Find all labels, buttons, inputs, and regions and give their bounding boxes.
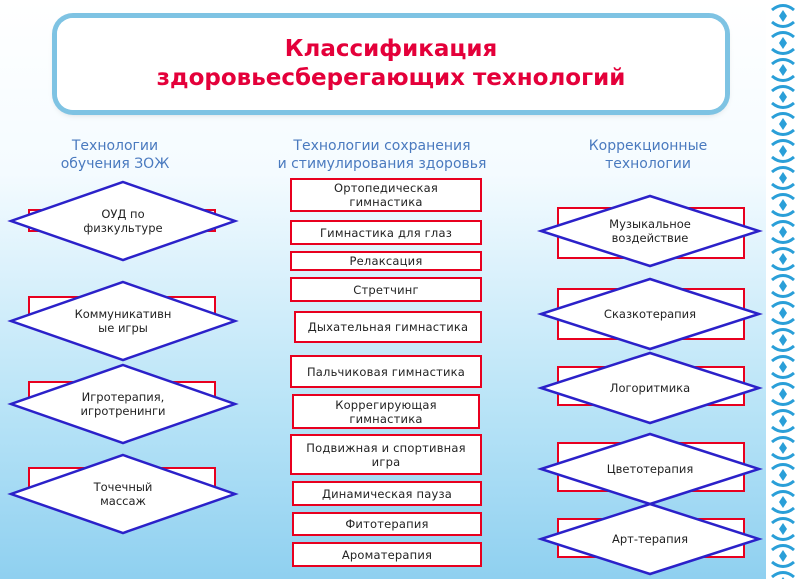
title-line-2: здоровьесберегающих технологий [156,65,626,91]
column-heading-left: Технологии обучения ЗОЖ [30,137,200,173]
right-item-2-line1: Сказкотерапия [603,307,697,321]
ornament-pattern-icon [771,4,795,583]
left-item-1-line1: ОУД по [101,207,145,221]
right-item-5: Арт-терапия [536,502,764,576]
right-item-1-line2: воздействие [611,231,689,245]
center-item-3: Релаксация [290,251,482,271]
left-item-4-line1: Точечный [93,480,153,494]
center-item-8-line1: Подвижная и спортивная [306,440,466,455]
center-item-8-line2: игра [371,454,401,469]
center-item-11-line1: Ароматерапия [341,547,433,562]
right-item-5-line1: Арт-терапия [611,532,689,546]
center-item-4-line1: Стретчинг [353,282,419,297]
center-item-1-line1: Ортопедическая [333,181,438,195]
right-item-2: Сказкотерапия [536,277,764,351]
column-heading-right: Коррекционные технологии [563,137,733,173]
right-item-3-line1: Логоритмика [609,381,691,395]
center-item-4: Стретчинг [290,277,482,302]
center-item-5-line1: Дыхательная гимнастика [307,320,469,334]
left-item-3: Игротерапия,игротренинги [7,363,239,445]
title-box: Классификация здоровьесберегающих технол… [57,18,725,110]
title-line-1: Классификация [284,36,498,62]
column-heading-right-line2: технологии [605,156,691,172]
left-item-3-line1: Игротерапия, [81,390,165,404]
column-heading-center: Технологии сохранения и стимулирования з… [262,137,502,173]
center-item-2: Гимнастика для глаз [290,220,482,245]
center-item-6-line1: Пальчиковая гимнастика [306,364,466,379]
center-item-10-line1: Фитотерапия [345,517,429,531]
center-item-7-line2: гимнастика [349,411,423,426]
right-item-4-line1: Цветотерапия [606,462,694,476]
center-item-2-line1: Гимнастика для глаз [319,225,453,240]
center-item-7-line1: Коррегирующая [335,397,437,412]
center-item-6: Пальчиковая гимнастика [290,355,482,388]
center-item-10: Фитотерапия [292,512,482,536]
column-heading-center-line2: и стимулирования здоровья [277,156,487,172]
left-item-4-line2: массаж [100,494,146,508]
right-item-1-line1: Музыкальное [609,217,691,231]
center-item-3-line1: Релаксация [349,254,423,268]
center-item-9-line1: Динамическая пауза [321,486,453,501]
decorative-ornament-strip [766,0,800,583]
right-item-4: Цветотерапия [536,432,764,506]
left-item-2-line2: ые игры [98,321,148,335]
center-item-9: Динамическая пауза [292,481,482,506]
center-item-1-line2: гимнастика [349,195,423,209]
left-item-1-line2: физкультуре [83,221,163,235]
right-item-3: Логоритмика [536,351,764,425]
center-item-11: Ароматерапия [292,542,482,567]
center-item-5: Дыхательная гимнастика [294,311,482,343]
column-heading-left-line1: Технологии [71,138,159,154]
column-heading-center-line1: Технологии сохранения [293,138,471,154]
column-heading-right-line1: Коррекционные [588,138,708,154]
left-item-3-line2: игротренинги [80,404,166,418]
column-heading-left-line2: обучения ЗОЖ [60,156,170,172]
left-item-2-line1: Коммуникативн [74,307,172,321]
